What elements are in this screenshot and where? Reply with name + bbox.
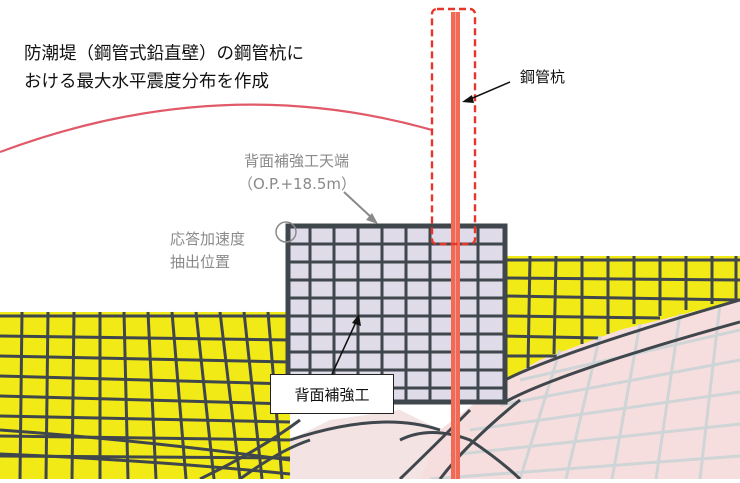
pile-dashed-outline: [430, 7, 477, 246]
pile-arrow: [462, 81, 511, 103]
title-line-2: おける最大水平震度分布を作成: [24, 72, 269, 92]
yellow-grid-right: [504, 255, 740, 369]
reinforcement-arrow: [331, 314, 361, 375]
extraction-label-line-2: 抽出位置: [170, 253, 231, 271]
crest-label-line-2: （O.P.+18.5m）: [238, 175, 357, 193]
yellow-grid-left: [0, 311, 291, 479]
pink-rock-middle: [290, 410, 440, 479]
crest-arrow: [343, 191, 378, 224]
reinforcement-label-box: 背面補強工: [270, 374, 394, 414]
ground-mesh: [0, 223, 740, 479]
title-line-1: 防潮堤（鋼管式鉛直壁）の鋼管杭に: [24, 44, 304, 64]
transition-lines: [0, 298, 740, 479]
extraction-point-marker: [275, 221, 297, 243]
pink-grid-right: [429, 303, 740, 479]
reinforcement-label: 背面補強工: [294, 385, 370, 404]
crest-label-line-1: 背面補強工天端: [244, 152, 350, 170]
extraction-label-line-1: 応答加速度: [170, 230, 246, 248]
reinforcement-block: [288, 226, 505, 402]
diagram-title: 防潮堤（鋼管式鉛直壁）の鋼管杭に おける最大水平震度分布を作成: [24, 40, 304, 96]
callout-arc: [0, 103, 433, 154]
steel-pipe-pile-label: 鋼管杭: [520, 68, 566, 86]
